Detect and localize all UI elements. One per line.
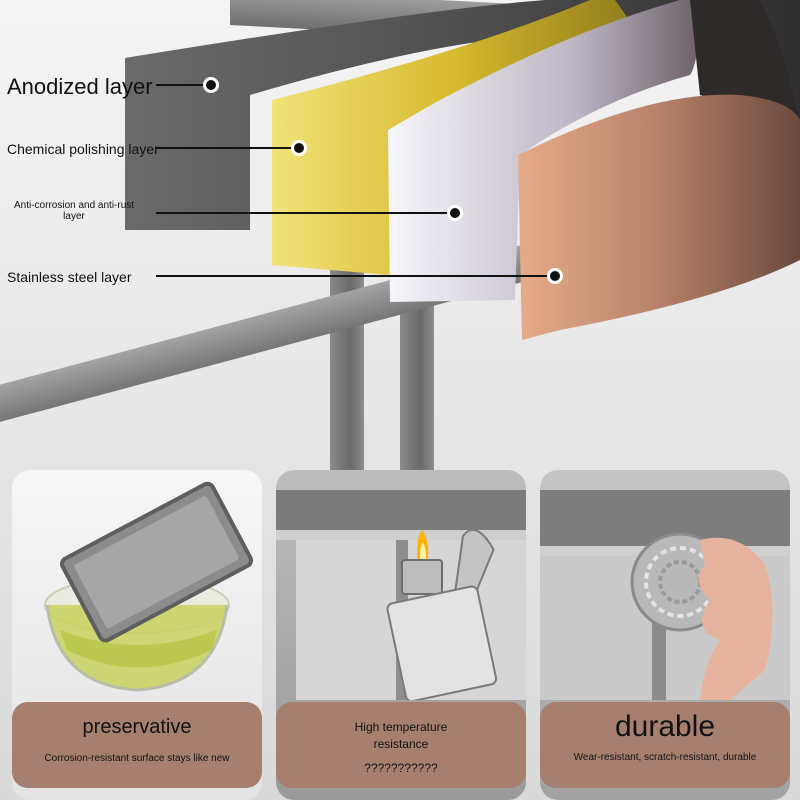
layer-label-stainless-steel: Stainless steel layer — [7, 269, 132, 285]
tray-in-bowl-image — [44, 481, 254, 692]
leader-dot-anodized — [203, 77, 219, 93]
leader-line-chemical-polishing — [156, 147, 296, 149]
anti-corrosion-layer-band — [388, 0, 700, 302]
caption-subtitle-high-temperature: ??????????? — [364, 761, 438, 775]
caption-title-preservative: preservative — [82, 716, 192, 738]
caption-title-high-temperature-line2: resistance — [373, 737, 429, 751]
caption-preservative: preservative Corrosion-resistant surface… — [12, 702, 262, 788]
leader-line-stainless-steel — [156, 275, 548, 277]
layer-label-anti-corrosion-line2: layer — [63, 211, 85, 222]
feature-panel-preservative: preservative Corrosion-resistant surface… — [12, 470, 262, 800]
leader-line-anodized — [156, 84, 208, 86]
shelf-post-right — [400, 300, 434, 500]
layer-label-anodized: Anodized layer — [7, 74, 153, 99]
steel-wool-scrub-image — [540, 490, 790, 700]
caption-subtitle-preservative: Corrosion-resistant surface stays like n… — [44, 753, 230, 764]
layer-label-anti-corrosion-line1: Anti-corrosion and anti-rust — [14, 200, 135, 211]
lighter-on-shelf-image — [276, 490, 526, 703]
caption-durable: durable Wear-resistant, scratch-resistan… — [540, 702, 790, 788]
feature-panel-high-temperature: High temperature resistance ??????????? — [276, 470, 526, 800]
anodized-layer-band — [125, 0, 800, 230]
caption-subtitle-durable: Wear-resistant, scratch-resistant, durab… — [573, 752, 757, 763]
caption-high-temperature: High temperature resistance ??????????? — [276, 702, 526, 788]
layer-label-chemical-polishing: Chemical polishing layer — [7, 141, 159, 157]
layer-label-anti-corrosion: Anti-corrosion and anti-rust layer — [14, 200, 134, 222]
leader-dot-chemical-polishing — [291, 140, 307, 156]
leader-dot-stainless-steel — [547, 268, 563, 284]
leader-line-anti-corrosion — [156, 212, 448, 214]
feature-panel-durable: durable Wear-resistant, scratch-resistan… — [540, 470, 790, 800]
stainless-steel-layer-band — [518, 94, 800, 341]
leader-dot-anti-corrosion — [447, 205, 463, 221]
caption-title-high-temperature: High temperature — [354, 720, 448, 734]
caption-title-durable: durable — [614, 710, 716, 743]
chemical-polishing-layer-band — [272, 0, 640, 275]
